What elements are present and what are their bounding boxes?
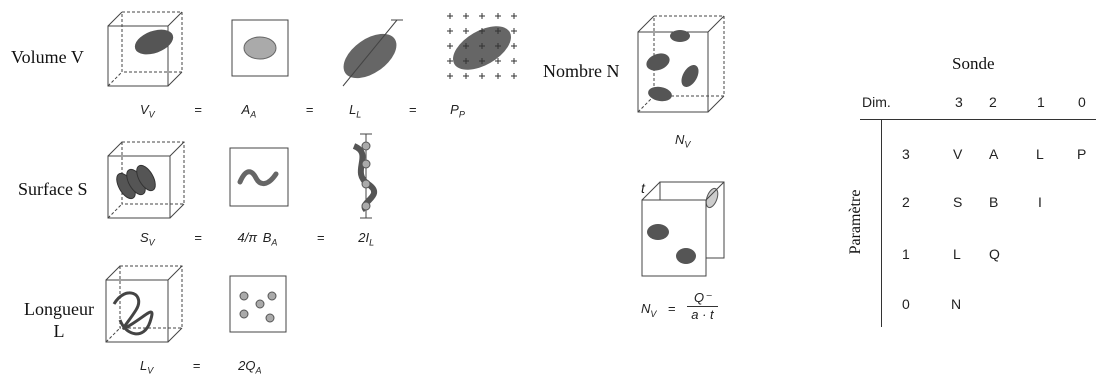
nv-label: NV <box>675 132 691 150</box>
volume-equation: VV = AA = LL = PP <box>140 102 465 120</box>
table-cell: V <box>953 146 963 162</box>
cube-surface-illustration <box>107 141 185 219</box>
table-cell: Q <box>989 246 1000 262</box>
row-dim: 0 <box>902 296 910 312</box>
section-area-illustration <box>231 19 289 77</box>
cube-volume-illustration <box>107 11 183 87</box>
line-probe-illustration <box>342 19 403 87</box>
col-header: 2 <box>989 94 997 110</box>
chain-probe-illustration <box>352 133 378 219</box>
table-header-rule <box>860 119 1096 120</box>
row-label-length: Longueur L <box>24 299 94 341</box>
row-dim: 1 <box>902 246 910 262</box>
table-cell: N <box>951 296 962 312</box>
nombre-label: Nombre N <box>543 61 620 81</box>
surface-trace-illustration <box>229 147 289 207</box>
length-equation: LV = 2QA <box>140 358 262 376</box>
cube-number-illustration <box>637 15 725 113</box>
cube-length-illustration <box>105 265 183 343</box>
point-grid-illustration <box>447 13 517 79</box>
table-cell: A <box>989 146 999 162</box>
row-dim: 2 <box>902 194 910 210</box>
disector-planes-illustration <box>641 181 725 277</box>
thickness-t-label: t <box>641 180 645 196</box>
table-title-sonde: Sonde <box>952 54 995 73</box>
table-cell: L <box>953 246 961 262</box>
row-label-surface: Surface S <box>18 179 88 199</box>
table-cell: S <box>953 194 963 210</box>
col-header: 3 <box>955 94 963 110</box>
table-corner-dim: Dim. <box>862 94 891 110</box>
row-dim: 3 <box>902 146 910 162</box>
table-side-rule <box>881 119 882 327</box>
table-cell: I <box>1038 194 1042 210</box>
table-cell: P <box>1077 146 1087 162</box>
dots-section-illustration <box>229 275 287 333</box>
col-header: 0 <box>1078 94 1086 110</box>
row-axis-parametre: Paramètre <box>847 189 864 255</box>
col-header: 1 <box>1037 94 1045 110</box>
row-label-volume: Volume V <box>11 47 84 67</box>
surface-equation: SV = 4/π BA = 2IL <box>140 230 375 248</box>
table-cell: B <box>989 194 999 210</box>
table-cell: L <box>1036 146 1044 162</box>
nv-formula: NV = Q⁻ a · t <box>641 290 718 322</box>
